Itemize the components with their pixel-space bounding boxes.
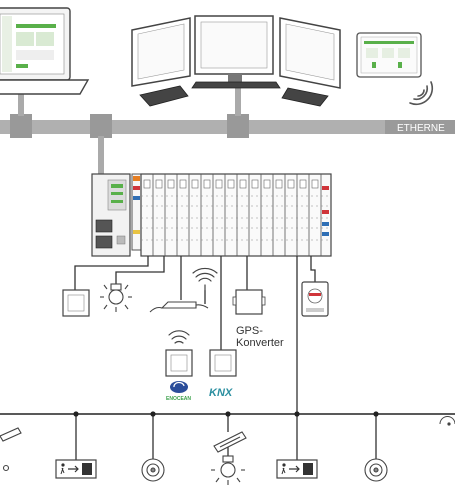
exit-sign-right [276,459,318,479]
knx-logo: KNX [209,387,233,399]
exit-sign-left [55,459,97,479]
enocean-logo: ENOCEAN [166,381,191,402]
ethernet-label: ETHERNE [397,123,445,134]
io-wiring [74,256,316,414]
io-modules [140,173,332,257]
wall-switch [62,289,90,317]
monitor-workstation [131,15,341,107]
gps-label-line2: Konverter [236,337,284,349]
enocean-label: ENOCEAN [166,396,191,402]
energy-meter [301,281,329,317]
gps-converter: GPS- Konverter [232,289,284,349]
gps-label-line1: GPS- [236,325,263,337]
smoke-detector-right [364,458,388,482]
knx-switch [209,349,237,377]
ethernet-bus: ETHERNE [0,88,455,176]
smoke-detector-left [141,458,165,482]
lamp-icon [100,283,132,312]
ceiling-lamp-bus [211,431,247,485]
wifi-icon [409,81,434,106]
ballast-icon [149,301,209,313]
laptop [0,7,90,95]
left-cropped-device [0,427,22,472]
tablet [356,32,422,78]
enocean-switch [165,349,193,377]
radio-antenna-icon [192,267,218,291]
controller-rack [91,173,332,257]
enocean-wifi-icon [168,330,190,344]
field-bus [0,411,455,460]
right-cropped-device [439,416,455,426]
